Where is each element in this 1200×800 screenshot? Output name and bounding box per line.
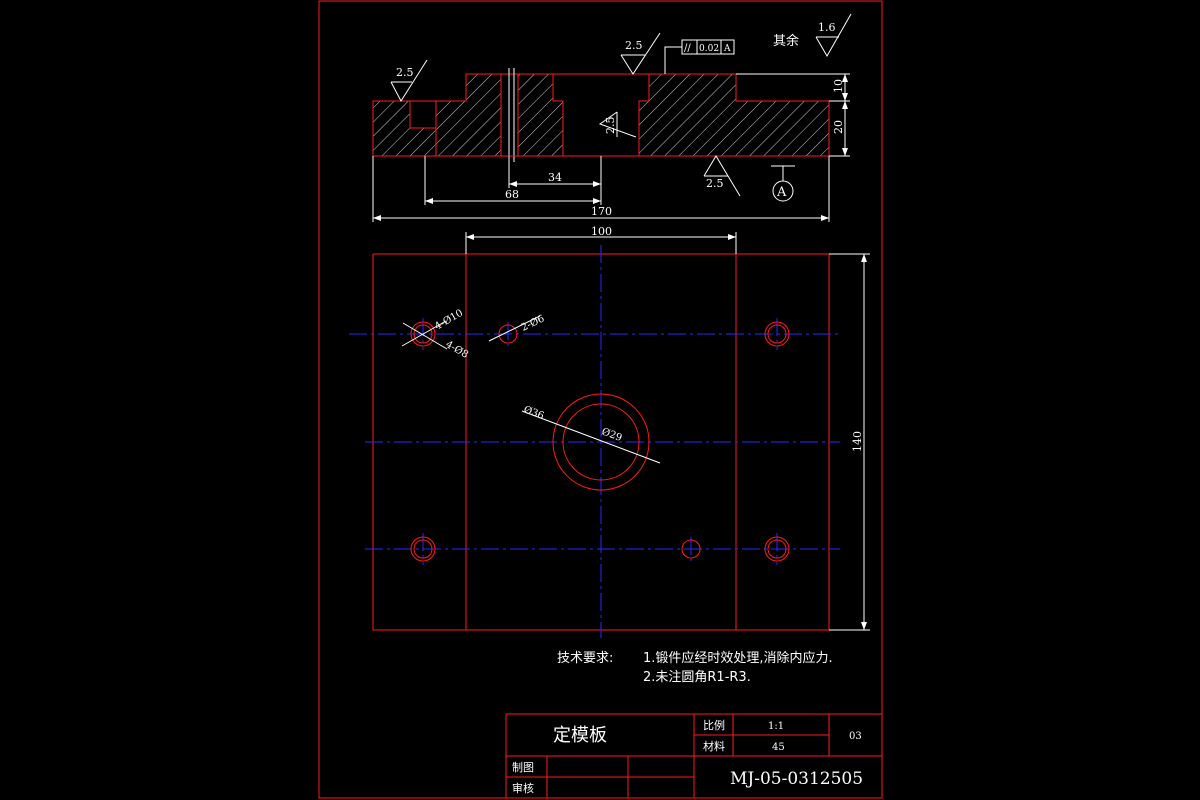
tech-req-item-2: 2.未注圆角R1-R3. [643, 670, 751, 685]
plan-dimension-100: 100 [465, 225, 737, 254]
dim-100: 100 [591, 225, 612, 238]
roughness-symbol-top-left: 2.5 [390, 59, 428, 102]
hole-4-phi10 [410, 321, 436, 347]
section-outline [372, 68, 830, 162]
bore-phi36 [552, 393, 650, 491]
centerlines [349, 245, 840, 638]
roughness-symbol-general: 1.6 其余 [773, 13, 852, 58]
dim-10: 10 [832, 79, 845, 93]
dim-140: 140 [851, 431, 864, 452]
scale-value: 1:1 [768, 721, 784, 732]
roughness-symbol-bore: 2.5 [598, 111, 637, 138]
part-name: 定模板 [553, 725, 607, 746]
hole-4-phi10 [764, 536, 790, 562]
roughness-bottom-value: 2.5 [706, 177, 724, 190]
drawn-label: 制图 [512, 761, 534, 774]
geometric-tolerance-frame: // 0.02 A [664, 39, 735, 74]
tolerance-datum: A [723, 44, 731, 54]
material-label: 材料 [703, 739, 725, 753]
tolerance-value: 0.02 [699, 44, 719, 54]
hole-2-phi6 [498, 324, 518, 344]
holes [410, 321, 790, 562]
roughness-bore-value: 2.5 [604, 117, 617, 135]
hole-4-phi10 [764, 321, 790, 347]
checked-label: 审核 [512, 781, 534, 795]
technical-requirements: 技术要求: 1.锻件应经时效处理,消除内应力. 2.未注圆角R1-R3. [557, 650, 833, 685]
roughness-top-center-value: 2.5 [625, 39, 643, 52]
bore-phi29 [562, 403, 640, 481]
dim-68: 68 [505, 188, 519, 201]
hole-2-phi6 [681, 539, 701, 559]
tech-req-heading: 技术要求: [557, 651, 613, 666]
section-dimensions [372, 73, 850, 222]
dim-34: 34 [548, 171, 562, 184]
plan-dimension-140: 140 [829, 253, 870, 631]
roughness-general-value: 1.6 [818, 21, 836, 34]
roughness-symbol-bottom: 2.5 [703, 155, 741, 197]
roughness-symbol-top-center: 2.5 [620, 32, 661, 75]
datum-label: A [776, 185, 787, 200]
roughness-general-label: 其余 [773, 33, 799, 49]
section-hatching [373, 74, 829, 156]
roughness-top-left-value: 2.5 [396, 66, 414, 79]
drawing-number: MJ-05-0312505 [730, 769, 863, 789]
label-bore-36: Ø36 [522, 404, 545, 421]
title-block: 定模板 比例 1:1 材料 45 03 制图 审核 MJ-05-0312505 [505, 713, 883, 799]
plan-view: 4-Ø10 4-Ø8 2-Ø6 Ø36 Ø29 100 140 [349, 225, 870, 638]
dim-20: 20 [832, 120, 845, 134]
dim-170: 170 [591, 205, 612, 218]
scale-label: 比例 [703, 718, 725, 732]
datum-symbol: A [771, 165, 795, 202]
tolerance-symbol: // [684, 43, 691, 54]
section-view: 34 68 170 10 20 2.5 2.5 2.5 2.5 1 [372, 13, 852, 222]
label-4-phi10: 4-Ø10 [433, 308, 465, 333]
material-value: 45 [772, 742, 785, 753]
label-2-phi6: 2-Ø6 [520, 313, 547, 333]
tech-req-item-1: 1.锻件应经时效处理,消除内应力. [643, 650, 833, 666]
sheet-number: 03 [849, 731, 862, 742]
plan-leaders [401, 315, 661, 464]
hole-4-phi10 [410, 536, 436, 562]
